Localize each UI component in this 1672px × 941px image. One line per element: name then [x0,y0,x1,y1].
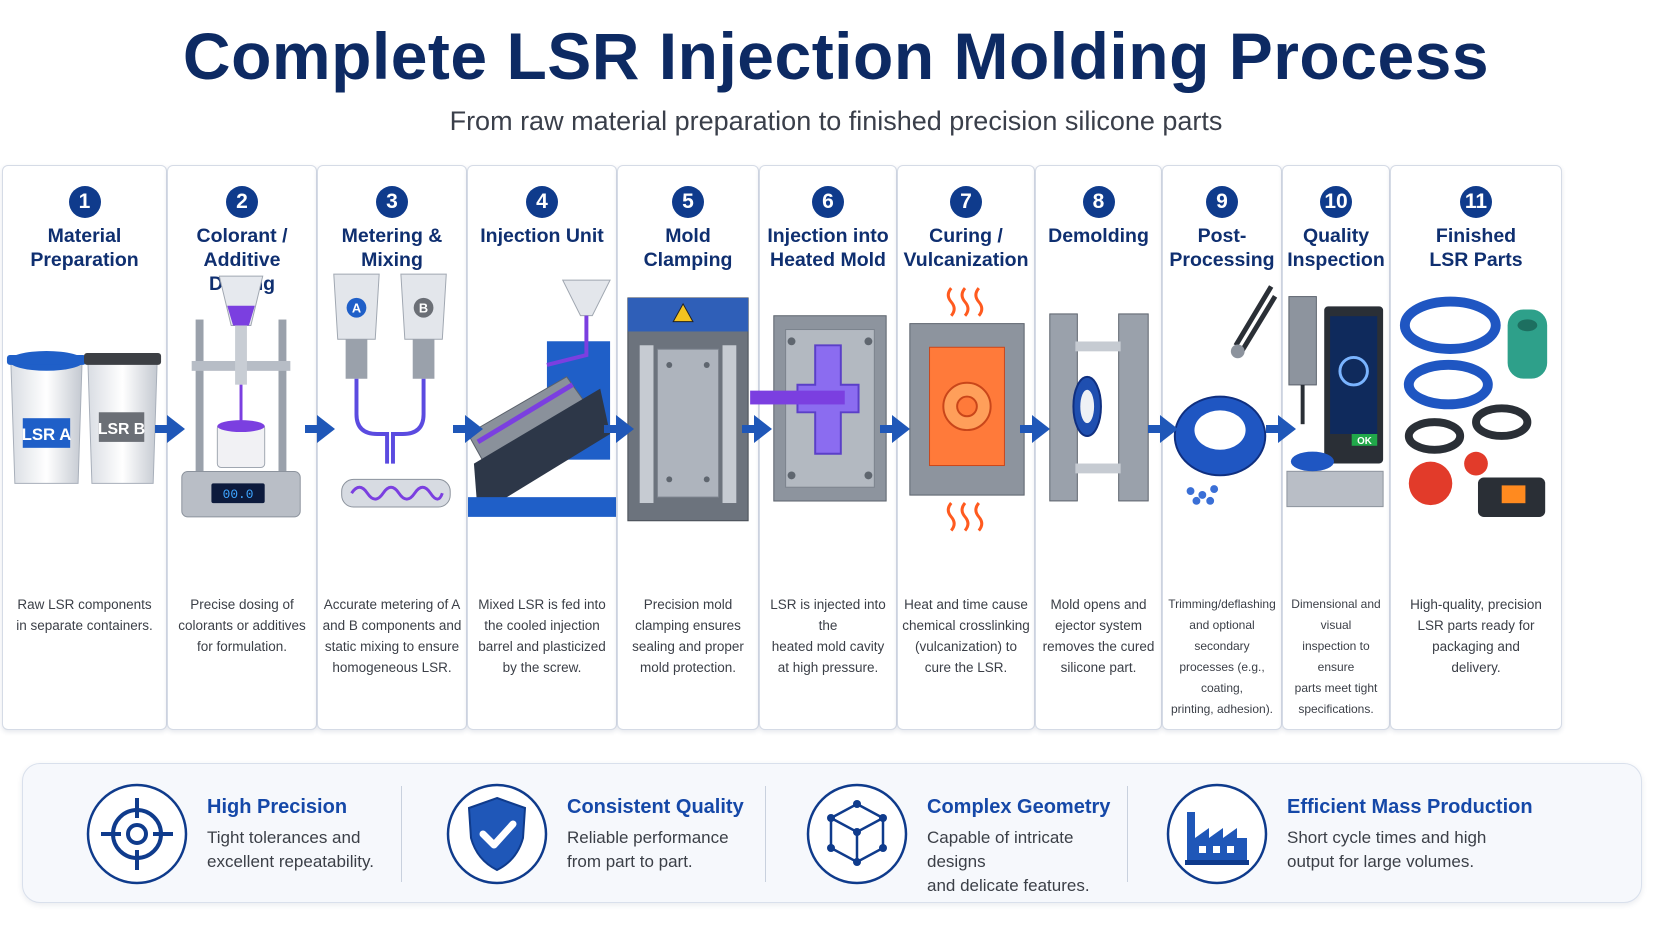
feature-mass-production: Efficient Mass Production Short cycle ti… [1103,764,1533,904]
step-number: 5 [672,186,704,218]
cube-icon [806,783,908,885]
metering-mixing-illustration: A B [333,273,451,508]
step-description: Precise dosing of colorants or additives… [178,597,306,654]
step-number: 1 [68,186,101,218]
step-title: Metering & Mixing [341,225,443,271]
step-description: Accurate metering of A and B components … [322,597,462,675]
step-card-7: 7 Curing / Vulcanization Heat and time c… [897,165,1035,730]
step-card-4: 4 Injection Unit Mixed LSR is fed into t… [467,165,617,730]
step-number: 11 [1460,186,1492,218]
step-description: Heat and time cause chemical crosslinkin… [902,597,1030,675]
scale-display: 00.0 [223,487,254,502]
quality-inspection-illustration: OK [1286,296,1384,508]
feature-complex-geometry: Complex Geometry Capable of intricate de… [743,764,1133,904]
lsr-buckets-illustration: LSR A LSR B [6,351,162,484]
component-a-label: A [352,301,361,316]
step-description: Mold opens and ejector system removes th… [1042,597,1155,675]
step-number: 9 [1206,186,1238,218]
step-title: Quality Inspection [1287,225,1385,271]
inspection-ok-label: OK [1357,436,1372,447]
feature-description: Reliable performance from part to part. [567,828,729,871]
step-title: Demolding [1048,225,1149,247]
step-card-8: 8 Demolding Mold opens and ejector syste… [1035,165,1162,730]
process-steps: 1 Material Preparation LSR A LSR B Raw L… [2,165,1668,730]
step-card-9: 9 Post- Processing Trimming/deflashing a… [1162,165,1282,730]
step-number: 4 [526,186,558,218]
flow-arrow-icon [305,415,335,443]
bucket-b-icon: LSR B [84,352,162,484]
feature-description: Tight tolerances and excellent repeatabi… [207,828,374,871]
feature-title: Consistent Quality [567,796,744,818]
step-description: Raw LSR components in separate container… [16,597,153,633]
step-number: 10 [1320,186,1352,218]
curing-illustration [909,287,1025,532]
feature-description: Capable of intricate designs and delicat… [927,828,1090,895]
heated-mold-injection-illustration [750,315,887,502]
step-card-5: 5 Mold Clamping Precision mold clamping … [617,165,759,730]
bucket-a-icon: LSR A [6,351,86,484]
demolding-illustration [1049,313,1149,502]
benefits-panel: High Precision Tight tolerances and exce… [22,763,1642,903]
dosing-scale-illustration: 00.0 [181,275,301,518]
injection-unit-illustration [467,279,616,517]
divider [401,786,402,882]
step-description: Precision mold clamping ensures sealing … [632,597,744,675]
flow-arrow-icon [1266,415,1296,443]
feature-description: Short cycle times and high output for la… [1287,828,1487,871]
feature-title: High Precision [207,796,348,818]
step-card-3: 3 Metering & Mixing A B Accurate meterin… [317,165,467,730]
step-card-2: 2 Colorant / Additive Dosing 00.0 Precis… [167,165,317,730]
flow-arrow-icon [1148,415,1178,443]
post-processing-illustration [1173,285,1278,505]
step-title: Curing / Vulcanization [903,225,1029,271]
bucket-a-label: LSR A [22,425,72,444]
bucket-b-label: LSR B [98,421,145,438]
divider [765,786,766,882]
shield-check-icon [446,783,548,885]
flow-arrow-icon [453,415,483,443]
flow-arrow-icon [155,415,185,443]
flow-arrow-icon [1020,415,1050,443]
step-card-1: 1 Material Preparation LSR A LSR B Raw L… [2,165,167,730]
flow-arrow-icon [880,415,910,443]
flow-arrow-icon [742,415,772,443]
step-title: Post- Processing [1169,225,1275,271]
flow-arrow-icon [604,415,634,443]
step-description: LSR is injected into the heated mold cav… [770,597,886,675]
step-description: Dimensional and visual inspection to ens… [1291,597,1381,716]
crosshair-icon [86,783,188,885]
step-number: 6 [812,186,844,218]
step-number: 7 [950,186,982,218]
page-title: Complete LSR Injection Molding Process [182,19,1490,93]
feature-high-precision: High Precision Tight tolerances and exce… [23,764,413,904]
factory-icon [1166,783,1268,885]
feature-title: Complex Geometry [927,796,1111,818]
step-title: Mold Clamping [643,225,733,271]
step-title: Finished LSR Parts [1429,225,1523,271]
step-title: Material Preparation [30,225,139,271]
step-number: 8 [1082,186,1115,218]
divider [1127,786,1128,882]
step-card-6: 6 Injection into Heated Mold LSR is inje… [750,165,897,730]
step-title: Injection Unit [480,225,604,247]
step-number: 3 [376,186,408,218]
page-subtitle: From raw material preparation to finishe… [449,106,1223,136]
mold-clamping-illustration [627,297,749,522]
finished-parts-illustration [1399,296,1548,518]
step-card-10: 10 Quality Inspection OK Dimensional and… [1282,165,1390,730]
feature-title: Efficient Mass Production [1287,796,1533,818]
step-description: Mixed LSR is fed into the cooled injecti… [478,597,606,675]
step-title: Injection into Heated Mold [767,225,889,271]
step-description: High-quality, precision LSR parts ready … [1410,597,1542,675]
step-card-11: 11 Finished LSR Parts High-quality, prec… [1390,165,1562,730]
step-description: Trimming/deflashing and optional seconda… [1168,597,1276,716]
component-b-label: B [419,301,428,316]
heat-waves-icon [946,287,984,532]
step-number: 2 [226,186,258,218]
feature-consistent-quality: Consistent Quality Reliable performance … [383,764,773,904]
